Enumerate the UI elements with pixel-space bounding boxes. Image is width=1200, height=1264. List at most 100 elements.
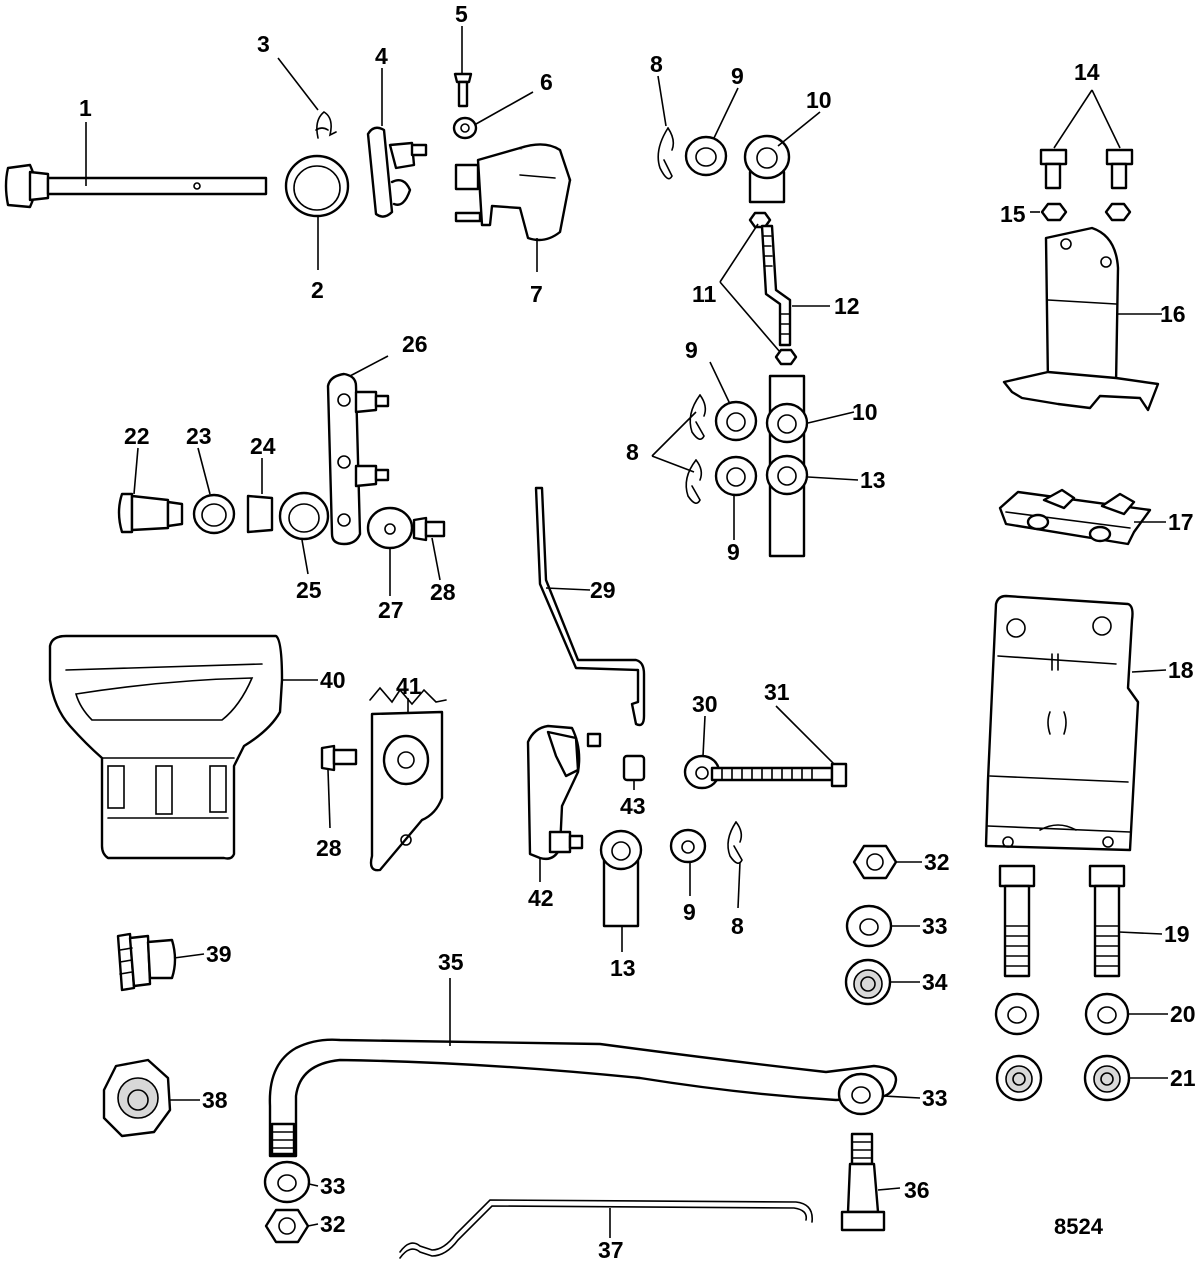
callout-5: 5 [455, 1, 468, 27]
part-11-nut-upper [748, 211, 772, 229]
part-14-bolt-right [1105, 148, 1134, 190]
callout-30: 30 [692, 691, 718, 717]
part-19-bolt-right [1088, 864, 1126, 978]
callout-18: 18 [1168, 657, 1194, 683]
callout-32: 32 [320, 1211, 346, 1237]
part-1-knob-shaft [4, 163, 268, 209]
part-11-nut-lower [774, 348, 798, 366]
part-12-threaded-link [760, 224, 792, 347]
part-27-washer [366, 506, 414, 550]
callout-28: 28 [430, 579, 456, 605]
part-9-washer [669, 828, 707, 864]
part-4-switch-plate [366, 126, 428, 218]
part-5-screw [453, 72, 473, 108]
callout-20: 20 [1170, 1001, 1196, 1027]
part-20-washer-right [1084, 992, 1130, 1036]
part-17-mounting-block [998, 488, 1152, 546]
callout-2: 2 [311, 277, 324, 303]
part-28-screw [412, 516, 446, 542]
part-38-lock-nut [102, 1058, 172, 1138]
part-8-hairpin-clip [685, 459, 703, 504]
callout-26: 26 [402, 331, 428, 357]
part-26-switch-plate [326, 372, 390, 546]
part-21-bushing-right [1083, 1054, 1131, 1102]
part-18-bracket [984, 594, 1140, 852]
part-32-nut [852, 844, 898, 880]
callout-21: 21 [1170, 1065, 1196, 1091]
part-35-link-rod [268, 1038, 898, 1158]
callout-31: 31 [764, 679, 790, 705]
part-8-hairpin-clip [727, 821, 743, 864]
callout-10: 10 [852, 399, 878, 425]
part-13-rod-end [599, 829, 643, 928]
part-39-grommet [116, 932, 177, 992]
callout-6: 6 [540, 69, 553, 95]
callout-33: 33 [922, 913, 948, 939]
part-33-washer [837, 1072, 885, 1116]
callout-11: 11 [692, 281, 717, 307]
part-25-bushing [278, 491, 330, 541]
part-8-hairpin-clip [657, 127, 675, 180]
callout-3: 3 [257, 31, 270, 57]
part-2-ring [284, 154, 350, 218]
callout-29: 29 [590, 577, 616, 603]
part-29-rod [534, 486, 646, 727]
part-40-handle [48, 634, 284, 860]
part-34-bushing [844, 958, 892, 1006]
callout-38: 38 [202, 1087, 228, 1113]
callout-9: 9 [685, 337, 698, 363]
callout-16: 16 [1160, 301, 1186, 327]
callout-1: 1 [79, 95, 92, 121]
part-6-washer [452, 116, 478, 140]
part-8-hairpin-clip [689, 394, 707, 440]
part-9-washer [684, 135, 728, 177]
callout-37: 37 [598, 1237, 624, 1263]
callout-24: 24 [250, 433, 276, 459]
callout-34: 34 [922, 969, 948, 995]
callout-43: 43 [620, 793, 646, 819]
callout-41: 41 [396, 673, 422, 699]
part-16-bracket [1002, 226, 1160, 412]
callout-15: 15 [1000, 201, 1026, 227]
callout-8: 8 [650, 51, 663, 77]
callout-17: 17 [1168, 509, 1194, 535]
callout-42: 42 [528, 885, 554, 911]
callout-23: 23 [186, 423, 212, 449]
part-43-sleeve [622, 754, 646, 782]
callout-27: 27 [378, 597, 404, 623]
callout-39: 39 [206, 941, 232, 967]
callout-36: 36 [904, 1177, 930, 1203]
part-20-washer-left [994, 992, 1040, 1036]
callout-8: 8 [626, 439, 639, 465]
diagram-reference-number: 8524 [1054, 1214, 1104, 1239]
part-21-bushing-left [995, 1054, 1043, 1102]
callout-9: 9 [683, 899, 696, 925]
callout-28: 28 [316, 835, 342, 861]
callout-10: 10 [806, 87, 832, 113]
callout-32: 32 [924, 849, 950, 875]
part-13-rod-end [765, 374, 809, 558]
callout-25: 25 [296, 577, 322, 603]
part-10-rod-end [743, 134, 791, 204]
callout-9: 9 [727, 539, 740, 565]
part-32-nut [264, 1208, 310, 1244]
callout-33: 33 [320, 1173, 346, 1199]
callout-13: 13 [860, 467, 886, 493]
callout-13: 13 [610, 955, 636, 981]
part-33-washer [845, 904, 893, 948]
part-3-hairpin-clip [315, 111, 337, 139]
part-9-washer [714, 455, 758, 497]
part-14-bolt-left [1039, 148, 1068, 190]
part-33-washer [263, 1160, 311, 1204]
callout-12: 12 [834, 293, 860, 319]
part-15-nut-right [1104, 202, 1132, 222]
part-9-washer [714, 400, 758, 442]
part-37-wire-rod [399, 1199, 813, 1259]
part-7-switch-housing [454, 143, 572, 242]
callout-40: 40 [320, 667, 346, 693]
callout-4: 4 [375, 43, 388, 69]
part-24-sleeve [246, 494, 274, 534]
part-42-lever [526, 724, 602, 861]
part-28-screw [320, 744, 358, 772]
